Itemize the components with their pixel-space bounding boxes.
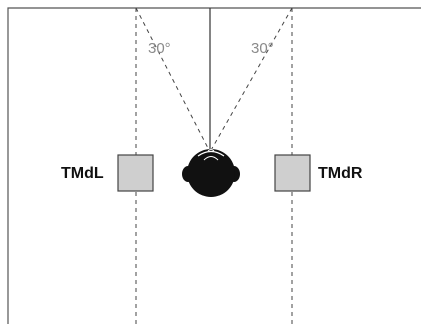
right-angle-line <box>209 7 293 153</box>
right-angle-label: 30° <box>251 40 274 57</box>
listener-head-icon <box>182 149 240 197</box>
left-speaker-icon <box>117 154 154 192</box>
right-speaker-icon <box>274 154 311 192</box>
right-speaker-label: TMdR <box>318 165 363 182</box>
left-angle-label: 30° <box>148 40 171 57</box>
left-angle-line <box>135 7 211 153</box>
room-boundary <box>7 7 421 324</box>
left-speaker-label: TMdL <box>61 165 104 182</box>
